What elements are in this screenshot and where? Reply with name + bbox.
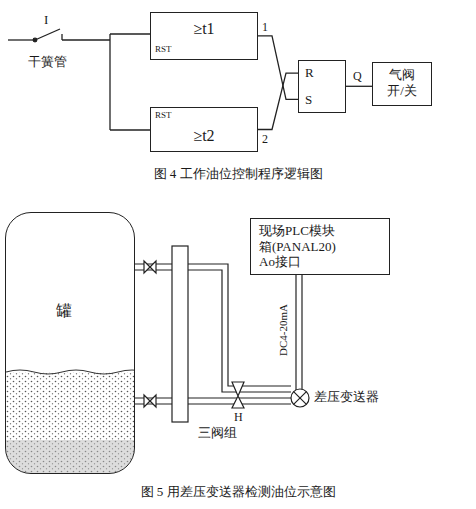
oil-level bbox=[6, 370, 134, 374]
tank-outline: 罐 bbox=[5, 212, 135, 474]
switch-contact bbox=[61, 34, 62, 40]
reset-pin: RST bbox=[155, 44, 172, 55]
signal-label: DC4-20mA bbox=[277, 304, 290, 356]
branch-wire bbox=[109, 34, 110, 130]
input-wire bbox=[8, 39, 35, 40]
connector-line bbox=[258, 73, 298, 129]
reed-switch-label: 干簧管 bbox=[28, 54, 67, 70]
plc-label: 现场PLC模块箱(PANAL20) Ao接口 bbox=[259, 223, 346, 270]
timer-box: ≥t1RST bbox=[150, 12, 258, 60]
signal-name: 2 bbox=[261, 132, 269, 146]
impulse-line bbox=[188, 264, 291, 386]
pin-name: R bbox=[305, 65, 314, 81]
valve-group-label: 三阀组 bbox=[198, 425, 237, 441]
three-valve-symbol bbox=[232, 382, 244, 408]
figure-caption: 图 4 工作油位控制程序逻辑图 bbox=[154, 166, 323, 182]
oil-fill bbox=[6, 372, 134, 473]
root-valve bbox=[144, 395, 156, 407]
signal-name: Q bbox=[352, 69, 363, 83]
oil-bottom bbox=[6, 440, 134, 473]
transmitter-symbol bbox=[291, 389, 309, 407]
tank-label: 罐 bbox=[56, 301, 72, 320]
plc-box: 现场PLC模块箱(PANAL20) Ao接口 bbox=[250, 218, 390, 275]
switch-wire bbox=[62, 39, 110, 40]
valve-high-side: H bbox=[234, 410, 243, 424]
connector-line bbox=[258, 36, 298, 100]
timer-setting: ≥t1 bbox=[193, 19, 214, 38]
transmitter-label: 差压变送器 bbox=[314, 389, 379, 405]
air-valve-label: 气阀 开/关 bbox=[383, 67, 422, 98]
switch-lever bbox=[35, 29, 60, 40]
manifold-block bbox=[172, 246, 188, 422]
timer-box: ≥t2 RST bbox=[150, 107, 258, 152]
root-valve bbox=[144, 261, 156, 273]
signal-name: 1 bbox=[261, 20, 269, 34]
pin-name: S bbox=[305, 92, 312, 108]
impulse-line bbox=[188, 270, 291, 392]
air-valve-box: 气阀 开/关 bbox=[372, 62, 432, 106]
switch-label: I bbox=[44, 12, 48, 28]
figure-caption: 图 5 用差压变送器检测油位示意图 bbox=[141, 484, 336, 500]
timer-setting: ≥t2 bbox=[193, 126, 214, 145]
transmitter-cross bbox=[294, 392, 307, 405]
signal-cable bbox=[295, 266, 296, 390]
rs-flipflop-box: RS bbox=[298, 60, 346, 113]
timer-input-wire bbox=[110, 33, 150, 34]
reset-pin: RST bbox=[155, 110, 172, 121]
connector-line bbox=[346, 86, 372, 87]
signal-cable bbox=[301, 266, 302, 390]
timer-input-wire bbox=[110, 129, 150, 130]
